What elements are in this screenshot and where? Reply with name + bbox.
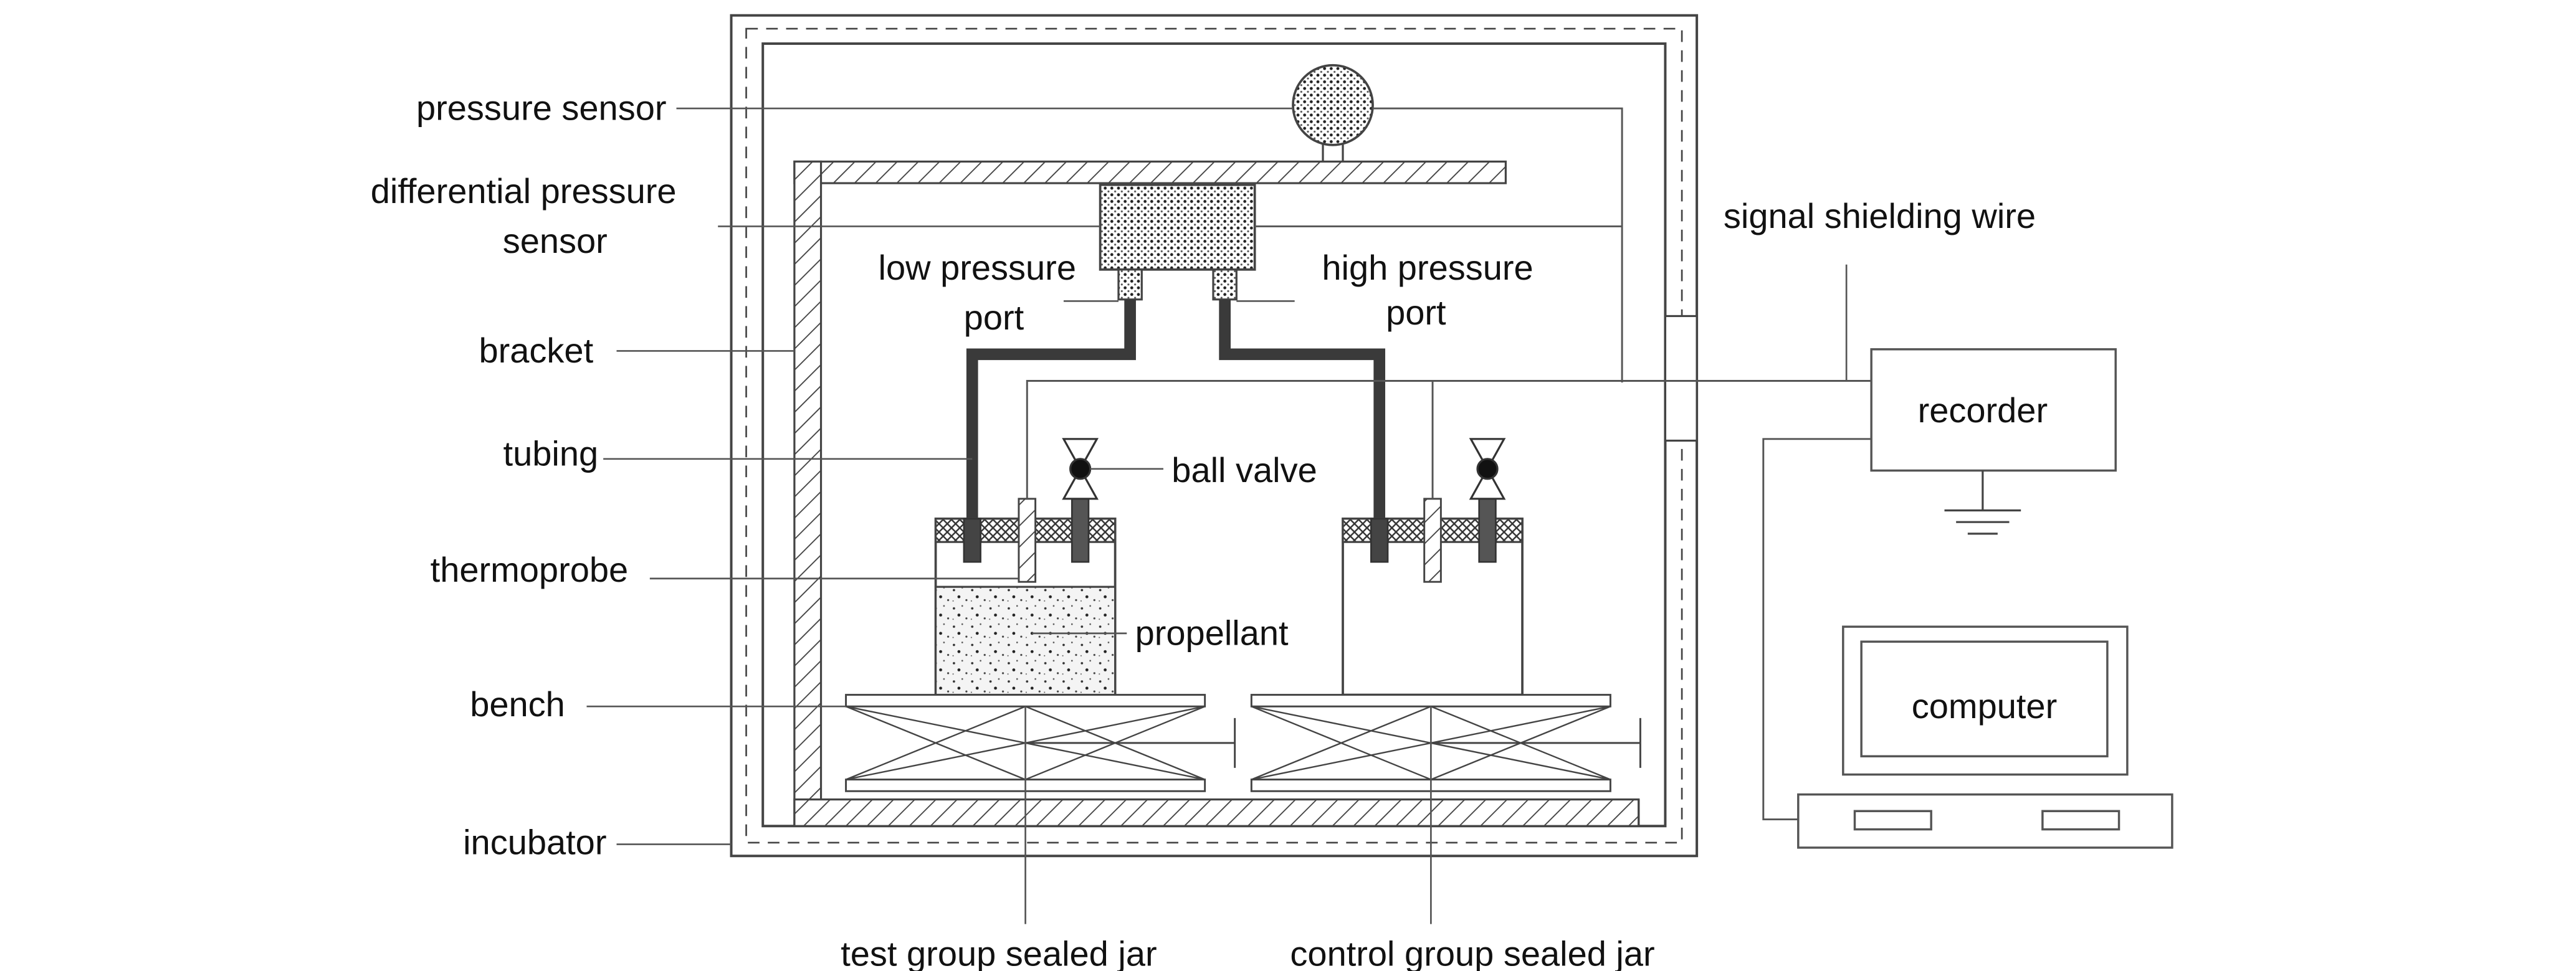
computer — [1797, 625, 2173, 849]
recorder — [1870, 348, 2117, 472]
ball-valve-test — [1062, 438, 1099, 500]
tubing — [966, 299, 1386, 533]
label-control-group-sealed-jar: control group sealed jar — [1290, 934, 1654, 971]
differential-pressure-sensor — [1099, 183, 1256, 301]
label-incubator: incubator — [463, 823, 606, 862]
test-group-sealed-jar — [934, 498, 1117, 696]
label-bench: bench — [470, 684, 565, 724]
label-test-group-sealed-jar: test group sealed jar — [841, 934, 1157, 971]
thermoprobe-control — [1423, 498, 1442, 583]
label-differential-pressure-sensor-line1: differential pressure — [371, 171, 677, 211]
label-tubing: tubing — [503, 433, 599, 473]
label-ball-valve: ball valve — [1171, 450, 1317, 490]
leader-lines — [586, 107, 1848, 924]
ball-valve-control — [1469, 438, 1506, 500]
bracket — [793, 160, 1640, 827]
signal-shielding-wire — [1026, 107, 1872, 499]
labels: pressure sensor differential pressure se… — [371, 88, 2057, 971]
label-computer: computer — [1912, 686, 2057, 726]
bench-test — [845, 694, 1236, 792]
bench-control — [1250, 694, 1641, 792]
thermoprobe-test — [1018, 498, 1037, 583]
label-recorder: recorder — [1918, 391, 2048, 430]
ground-symbol — [1944, 470, 2021, 535]
label-high-pressure-port-line1: high pressure — [1322, 248, 1533, 287]
label-low-pressure-port-line2: port — [964, 298, 1024, 337]
label-differential-pressure-sensor-line2: sensor — [503, 221, 608, 260]
recorder-to-computer-cable — [1762, 438, 1872, 821]
wall-feedthrough — [1664, 315, 1698, 442]
label-thermoprobe: thermoprobe — [431, 550, 629, 589]
label-low-pressure-port-line1: low pressure — [879, 248, 1076, 287]
label-pressure-sensor: pressure sensor — [416, 88, 667, 128]
label-propellant: propellant — [1135, 613, 1289, 653]
label-high-pressure-port-line2: port — [1386, 293, 1446, 332]
label-signal-shielding-wire: signal shielding wire — [1724, 196, 2036, 235]
pressure-sensor — [1292, 64, 1374, 163]
label-bracket: bracket — [479, 331, 594, 370]
